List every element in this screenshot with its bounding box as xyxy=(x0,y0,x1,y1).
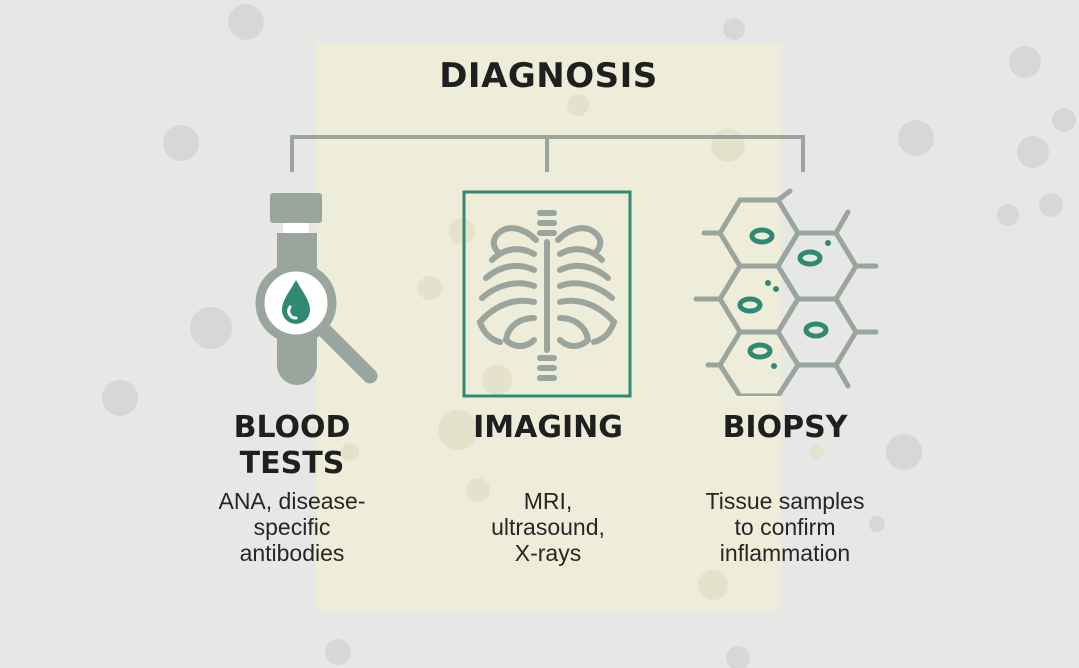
biopsy-title: BIOPSY xyxy=(665,410,905,446)
desc-line: specific xyxy=(253,514,331,540)
title-line: TESTS xyxy=(239,446,345,481)
title-line: BIOPSY xyxy=(722,410,848,445)
desc-line: MRI, xyxy=(523,488,573,514)
desc-line: inflammation xyxy=(719,540,851,566)
chest-x-ray-icon xyxy=(462,190,632,398)
desc-line: antibodies xyxy=(239,540,345,566)
tissue-cells-icon xyxy=(693,188,879,396)
desc-line: ultrasound, xyxy=(491,514,605,540)
desc-line: Tissue samples xyxy=(705,488,865,514)
desc-line: ANA, disease- xyxy=(218,488,366,514)
imaging-title: IMAGING xyxy=(428,410,668,446)
blood-tests-title: BLOOD TESTS xyxy=(172,410,412,482)
blood-tests-description: ANA, disease- specific antibodies xyxy=(162,488,422,566)
imaging-description: MRI, ultrasound, X-rays xyxy=(418,488,678,566)
desc-line: X-rays xyxy=(514,540,582,566)
desc-line: to confirm xyxy=(734,514,836,540)
blood-test-tube-magnifier-icon xyxy=(255,193,378,385)
title-line: IMAGING xyxy=(473,410,623,445)
biopsy-description: Tissue samples to confirm inflammation xyxy=(655,488,915,566)
diagram-title: DIAGNOSIS xyxy=(439,56,658,96)
title-line: BLOOD xyxy=(233,410,351,445)
